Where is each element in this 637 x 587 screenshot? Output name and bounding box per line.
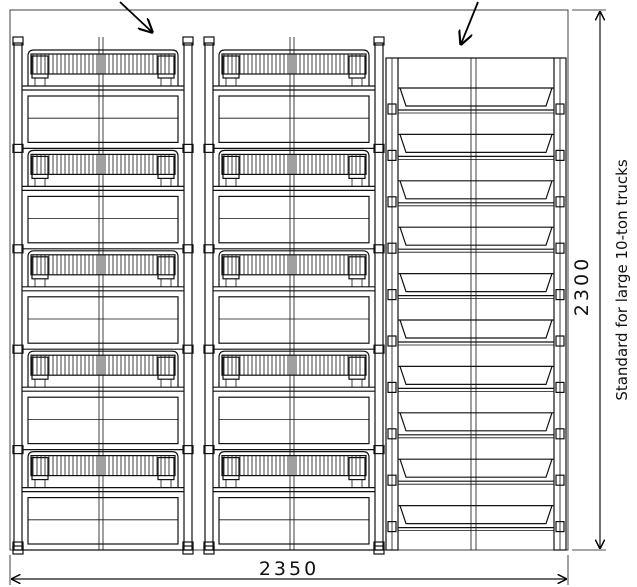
tray-tier: [387, 458, 565, 486]
basket-rack-column: [12, 36, 194, 555]
tray-tier: [387, 365, 565, 393]
truck-size-note: Standard for large 10-ton trucks: [613, 159, 631, 401]
racks-layer: [12, 36, 567, 555]
tray-tier: [387, 505, 565, 533]
tray-tier: [387, 180, 565, 208]
basket-tier: [12, 49, 194, 153]
arrow-to-tray-rack: [461, 1, 479, 44]
tray-tier: [387, 87, 565, 115]
basket-tier: [12, 451, 194, 555]
width-dimension: 2350: [9, 555, 569, 585]
height-dimension-label: 2300: [571, 256, 593, 316]
tray-rack: [385, 57, 567, 551]
height-dimension: 2300: [571, 9, 606, 551]
width-dimension-label: 2350: [259, 558, 319, 580]
tray-tier: [387, 133, 565, 161]
tray-tier: [387, 412, 565, 440]
tray-tier: [387, 319, 565, 347]
basket-tier: [203, 250, 385, 354]
basket-rack-column: [203, 36, 385, 555]
basket-tier: [12, 250, 194, 354]
tray-tier: [387, 273, 565, 301]
tray-tier: [387, 226, 565, 254]
truck-bed-outline: [9, 9, 569, 551]
pointer-arrows: [119, 1, 479, 44]
arrow-to-basket-racks: [119, 1, 152, 32]
